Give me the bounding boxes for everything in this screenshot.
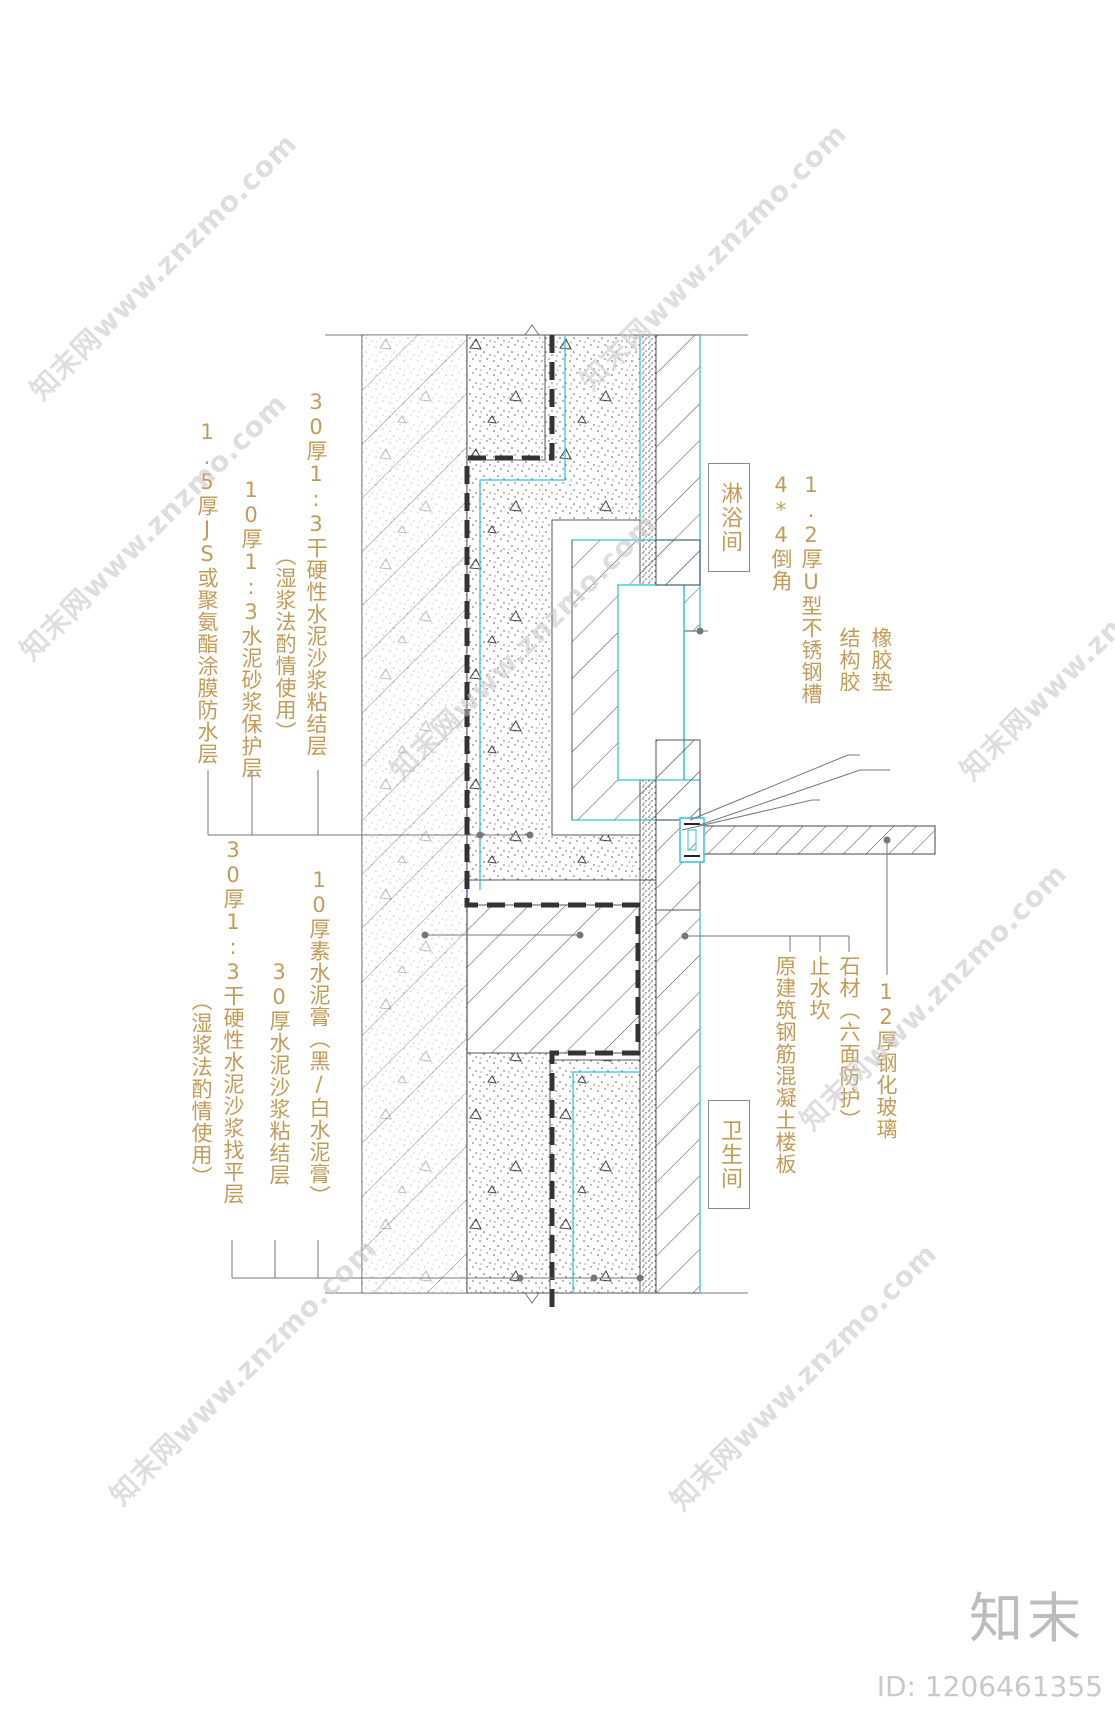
label-waterproof: 1.5厚JS或聚氨酯涂膜防水层 <box>195 420 219 765</box>
leader-lines-left-upper <box>207 770 534 839</box>
bottom-break-mark <box>524 1292 540 1304</box>
label-stone: 石材（六面防护） <box>837 955 861 1131</box>
upper-cyan-outline <box>479 335 566 890</box>
label-u-channel: 1.2厚U型不锈钢槽 <box>799 473 823 705</box>
label-slab: 原建筑钢筋混凝土楼板 <box>773 955 797 1175</box>
label-glass: 12厚钢化玻璃 <box>874 980 898 1140</box>
image-id: ID: 1206461355 <box>876 1670 1103 1703</box>
label-mortar-bond-30-note: （湿浆法酌情使用） <box>273 545 297 743</box>
mortar-bed-lower <box>466 1052 551 1294</box>
top-break-mark <box>524 324 540 336</box>
lower-cyan-outline <box>572 1071 640 1293</box>
label-cement-paste: 10厚素水泥膏（黑/白水泥膏） <box>307 868 331 1207</box>
label-rubber-pad: 橡胶垫 <box>869 627 893 693</box>
room-label-shower-text: 淋浴间 <box>717 481 742 554</box>
threshold-stone <box>466 904 640 1054</box>
room-label-bathroom-text: 卫生间 <box>717 1118 742 1191</box>
mortar-bed-lower-2 <box>549 1059 641 1294</box>
protect-layer-lower <box>639 879 657 1294</box>
label-chamfer: 4*4倒角 <box>769 473 793 592</box>
label-leveling-30-note: （湿浆法酌情使用） <box>189 990 213 1188</box>
waterproof-membrane <box>464 335 641 1310</box>
label-mortar-30: 30厚水泥沙浆粘结层 <box>267 960 291 1186</box>
leader-lines-left-lower <box>231 931 644 1282</box>
label-structural-glue: 结构胶 <box>837 627 861 693</box>
mortar-bed-upper <box>466 334 546 461</box>
room-label-shower: 淋浴间 <box>708 463 750 572</box>
leader-lines-right-lower <box>681 836 891 975</box>
label-leveling-30: 30厚1:3干硬性水泥沙浆找平层 <box>221 838 245 1205</box>
room-label-bathroom: 卫生间 <box>708 1100 750 1209</box>
brand-logo: 知末 <box>969 1587 1085 1650</box>
label-mortar-bond-30: 30厚1:3干硬性水泥沙浆粘结层 <box>304 390 328 757</box>
tempered-glass <box>699 825 936 855</box>
stone-lower <box>655 909 701 1294</box>
label-protect-10: 10厚1:3水泥砂浆保护层 <box>239 478 263 779</box>
label-water-stop: 止水坎 <box>807 955 831 1021</box>
leader-lines-right-upper <box>681 627 890 831</box>
